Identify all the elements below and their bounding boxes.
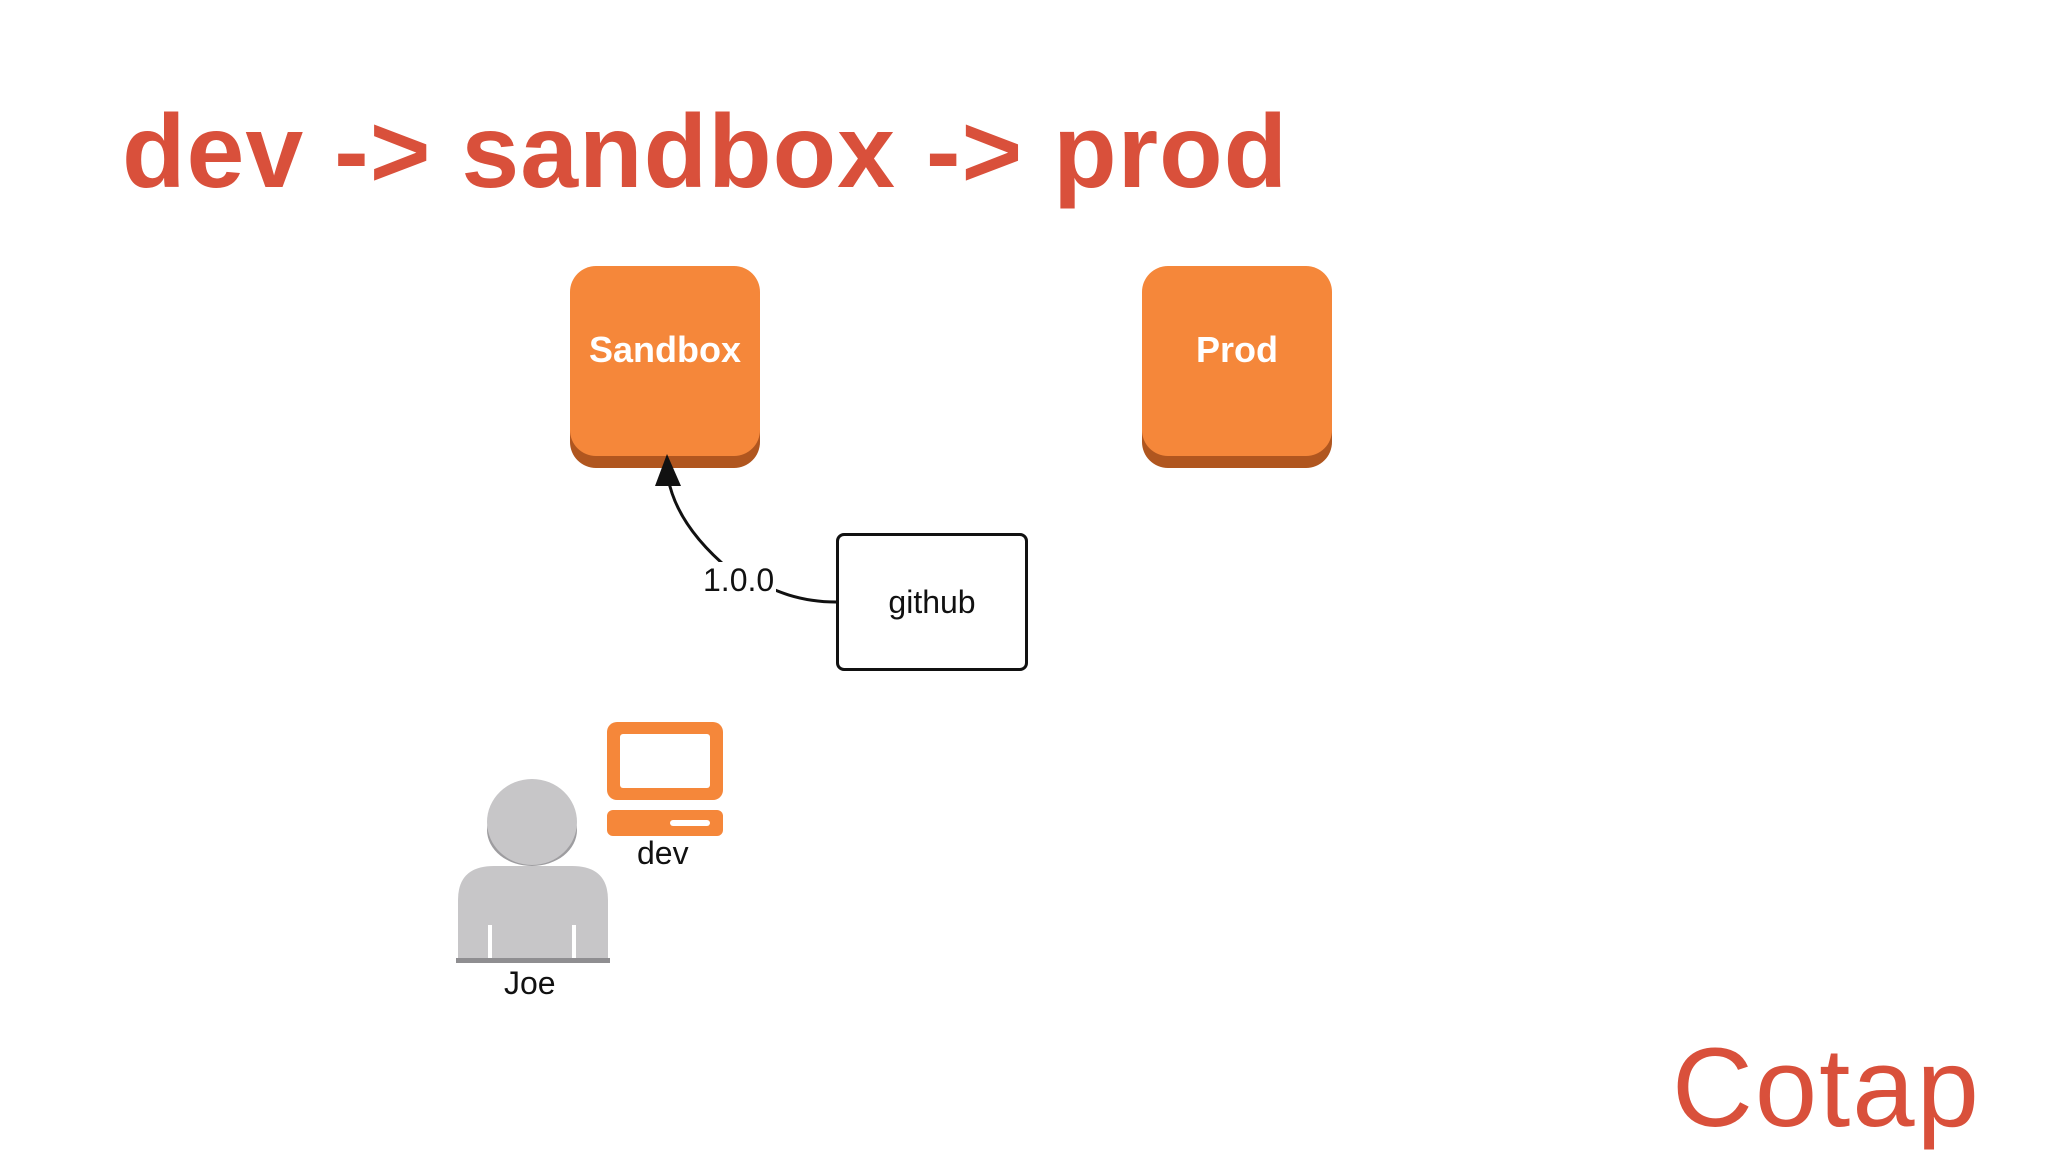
version-label: 1.0.0	[701, 562, 777, 599]
joe-label: Joe	[504, 965, 556, 1001]
github-node: github	[836, 533, 1028, 671]
dev-label: dev	[637, 835, 689, 871]
arrow-up-icon	[655, 454, 681, 486]
slide-title: dev -> sandbox -> prod	[122, 94, 1289, 210]
sandbox-label: Sandbox	[588, 329, 741, 370]
prod-label: Prod	[1195, 329, 1278, 370]
cotap-logo: Cotap	[1672, 1025, 1981, 1150]
github-label: github	[888, 583, 976, 620]
sandbox-node: Sandbox	[570, 266, 760, 456]
prod-node: Prod	[1142, 266, 1332, 456]
